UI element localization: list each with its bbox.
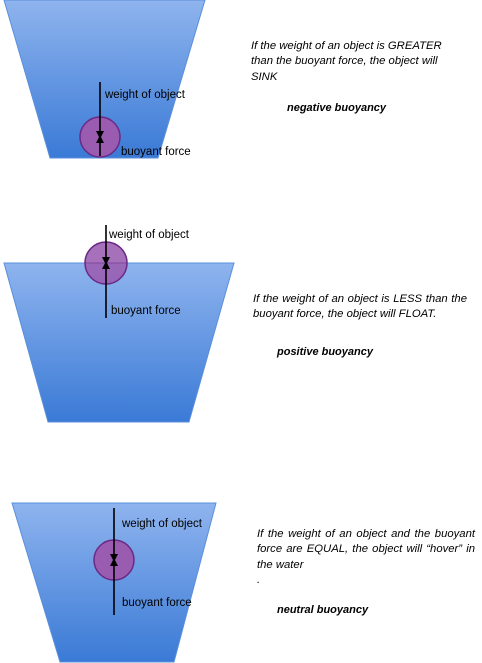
- buoyancy-label-float: positive buoyancy: [277, 346, 373, 358]
- buoyancy-label-sink: negative buoyancy: [287, 102, 387, 114]
- weight-label-float: weight of object: [108, 229, 190, 241]
- water-container-float: [3, 262, 235, 423]
- buoyant-label-neutral: buoyant force: [122, 597, 192, 609]
- water-container-sink: [3, 0, 206, 159]
- panel-sink: weight of object buoyant force: [3, 0, 206, 159]
- buoyancy-label-neutral: neutral buoyancy: [277, 604, 369, 616]
- description-neutral-dot: .: [257, 573, 261, 586]
- description-sink-text: If the weight of an object is GREATER th…: [251, 40, 442, 83]
- description-sink: If the weight of an object is GREATER th…: [251, 39, 461, 85]
- buoyant-label-float: buoyant force: [111, 305, 181, 317]
- description-neutral: If the weight of an object and the buoya…: [257, 527, 475, 588]
- description-neutral-text: If the weight of an object and the buoya…: [257, 528, 475, 571]
- panel-neutral: weight of object buoyant force: [11, 502, 217, 663]
- weight-label-neutral: weight of object: [121, 518, 203, 530]
- description-float: If the weight of an object is LESS than …: [253, 292, 467, 323]
- description-float-text: If the weight of an object is LESS than …: [253, 293, 467, 321]
- panel-float: weight of object buoyant force: [3, 225, 235, 423]
- buoyant-label-sink: buoyant force: [121, 146, 191, 158]
- weight-label-sink: weight of object: [104, 89, 186, 101]
